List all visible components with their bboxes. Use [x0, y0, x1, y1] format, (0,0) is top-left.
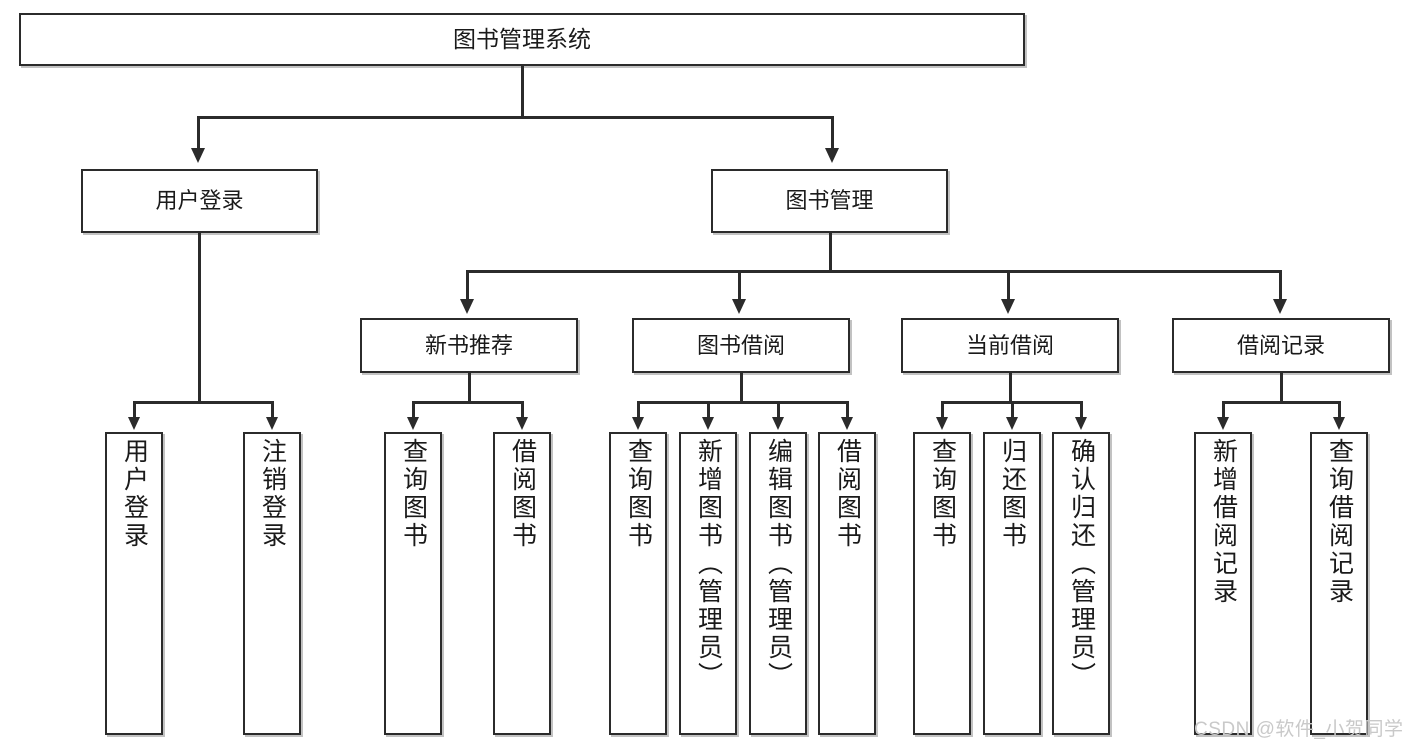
- arrow-bookmgmt-to-l3-2: [732, 299, 746, 314]
- connector-record-bus: [1222, 401, 1340, 404]
- leaf-borrow-query-book[interactable]: 查询图书: [609, 432, 667, 735]
- arrow-current-to-leaf2: [1006, 417, 1018, 430]
- arrow-recommend-to-leaf2: [516, 417, 528, 430]
- connector-recommend-bus: [412, 401, 523, 404]
- connector-bookmgmt-to-l3-3: [1007, 270, 1010, 300]
- arrow-record-to-leaf2: [1333, 417, 1345, 430]
- node-current-borrow[interactable]: 当前借阅: [901, 318, 1119, 373]
- leaf-current-return-book-label: 归还图书: [998, 438, 1027, 550]
- arrow-root-to-login: [191, 148, 205, 163]
- arrow-root-to-bookmgmt: [825, 148, 839, 163]
- connector-borrow-to-leaf2: [707, 401, 710, 418]
- leaf-user-login[interactable]: 用户登录: [105, 432, 163, 735]
- arrow-borrow-to-leaf3: [772, 417, 784, 430]
- leaf-current-confirm-return-label: 确认归还（管理员）: [1067, 438, 1096, 690]
- leaf-current-query-book-label: 查询图书: [928, 438, 957, 550]
- connector-recommend-stem: [468, 373, 471, 403]
- node-new-book-recommend[interactable]: 新书推荐: [360, 318, 578, 373]
- leaf-borrow-add-book[interactable]: 新增图书（管理员）: [679, 432, 737, 735]
- leaf-borrow-borrow-book-label: 借阅图书: [833, 438, 862, 550]
- arrow-current-to-leaf1: [936, 417, 948, 430]
- node-root[interactable]: 图书管理系统: [19, 13, 1025, 66]
- csdn-watermark: CSDN @软件_小贺同学: [1194, 719, 1404, 740]
- connector-bookmgmt-to-l3-2: [738, 270, 741, 300]
- connector-borrow-to-leaf1: [637, 401, 640, 418]
- node-current-borrow-label: 当前借阅: [965, 332, 1054, 358]
- connector-login-to-leaf2: [271, 401, 274, 418]
- leaf-record-query-label: 查询借阅记录: [1325, 438, 1354, 606]
- node-root-label: 图书管理系统: [453, 25, 591, 52]
- leaf-borrow-query-book-label: 查询图书: [624, 438, 653, 550]
- connector-recommend-to-leaf2: [521, 401, 524, 418]
- leaf-record-add[interactable]: 新增借阅记录: [1194, 432, 1252, 735]
- connector-bookmgmt-bus: [466, 270, 1281, 273]
- connector-login-bus: [133, 401, 273, 404]
- arrow-recommend-to-leaf1: [407, 417, 419, 430]
- connector-root-to-login: [197, 116, 200, 149]
- connector-current-to-leaf2: [1011, 401, 1014, 418]
- leaf-borrow-edit-book-label: 编辑图书（管理员）: [764, 438, 793, 690]
- leaf-user-login-label: 用户登录: [120, 438, 149, 550]
- leaf-borrow-borrow-book[interactable]: 借阅图书: [818, 432, 876, 735]
- connector-current-stem: [1009, 373, 1012, 403]
- node-user-login-label: 用户登录: [155, 188, 244, 214]
- node-borrow-record-label: 借阅记录: [1236, 332, 1325, 358]
- node-book-management-label: 图书管理: [785, 188, 874, 214]
- leaf-borrow-add-book-label: 新增图书（管理员）: [694, 438, 723, 690]
- connector-bookmgmt-to-l3-1: [466, 270, 469, 300]
- connector-root-to-bookmgmt: [831, 116, 834, 149]
- connector-borrow-to-leaf4: [846, 401, 849, 418]
- leaf-recommend-query-book[interactable]: 查询图书: [384, 432, 442, 735]
- connector-root-bus: [197, 116, 834, 119]
- leaf-recommend-query-book-label: 查询图书: [399, 438, 428, 550]
- node-new-book-recommend-label: 新书推荐: [424, 332, 513, 358]
- arrow-login-to-leaf1: [128, 417, 140, 430]
- leaf-logout[interactable]: 注销登录: [243, 432, 301, 735]
- connector-root-stem: [521, 66, 524, 118]
- node-book-management[interactable]: 图书管理: [711, 169, 948, 233]
- connector-borrow-to-leaf3: [777, 401, 780, 418]
- arrow-current-to-leaf3: [1075, 417, 1087, 430]
- arrow-bookmgmt-to-l3-1: [460, 299, 474, 314]
- connector-borrow-bus: [637, 401, 848, 404]
- node-borrow-record[interactable]: 借阅记录: [1172, 318, 1390, 373]
- arrow-login-to-leaf2: [266, 417, 278, 430]
- leaf-recommend-borrow-book[interactable]: 借阅图书: [493, 432, 551, 735]
- connector-current-to-leaf3: [1080, 401, 1083, 418]
- leaf-record-query[interactable]: 查询借阅记录: [1310, 432, 1368, 735]
- leaf-recommend-borrow-book-label: 借阅图书: [508, 438, 537, 550]
- connector-borrow-stem: [740, 373, 743, 403]
- arrow-borrow-to-leaf1: [632, 417, 644, 430]
- node-book-borrow-label: 图书借阅: [696, 332, 785, 358]
- connector-bookmgmt-stem: [829, 233, 832, 272]
- connector-recommend-to-leaf1: [412, 401, 415, 418]
- leaf-logout-label: 注销登录: [258, 438, 287, 550]
- connector-bookmgmt-to-l3-4: [1279, 270, 1282, 300]
- connector-login-stem: [198, 233, 201, 403]
- connector-current-to-leaf1: [941, 401, 944, 418]
- node-book-borrow[interactable]: 图书借阅: [632, 318, 850, 373]
- leaf-borrow-edit-book[interactable]: 编辑图书（管理员）: [749, 432, 807, 735]
- connector-record-to-leaf1: [1222, 401, 1225, 418]
- node-user-login[interactable]: 用户登录: [81, 169, 318, 233]
- arrow-borrow-to-leaf2: [702, 417, 714, 430]
- leaf-record-add-label: 新增借阅记录: [1209, 438, 1238, 606]
- arrow-bookmgmt-to-l3-3: [1001, 299, 1015, 314]
- connector-login-to-leaf1: [133, 401, 136, 418]
- arrow-record-to-leaf1: [1217, 417, 1229, 430]
- arrow-bookmgmt-to-l3-4: [1273, 299, 1287, 314]
- leaf-current-return-book[interactable]: 归还图书: [983, 432, 1041, 735]
- leaf-current-confirm-return[interactable]: 确认归还（管理员）: [1052, 432, 1110, 735]
- connector-record-to-leaf2: [1338, 401, 1341, 418]
- leaf-current-query-book[interactable]: 查询图书: [913, 432, 971, 735]
- arrow-borrow-to-leaf4: [841, 417, 853, 430]
- connector-record-stem: [1280, 373, 1283, 403]
